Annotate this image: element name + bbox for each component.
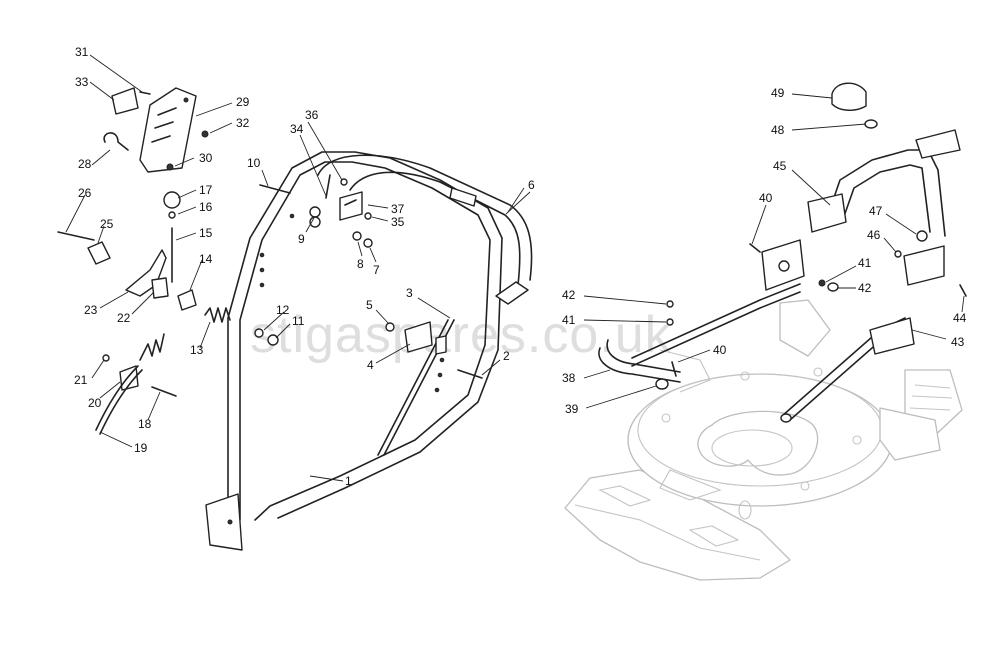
callout-40-upper: 40 <box>759 191 773 205</box>
callout-40-lower: 40 <box>713 343 727 357</box>
callout-16: 16 <box>199 200 213 214</box>
callout-21: 21 <box>74 373 88 387</box>
callout-48: 48 <box>771 123 785 137</box>
callout-49: 49 <box>771 86 785 100</box>
callout-1: 1 <box>345 474 352 488</box>
callout-11: 11 <box>292 314 305 328</box>
callout-37: 37 <box>391 202 405 216</box>
callout-43: 43 <box>951 335 965 349</box>
callout-2: 2 <box>503 349 510 363</box>
callout-8: 8 <box>357 257 364 271</box>
callout-35: 35 <box>391 215 405 229</box>
callout-18: 18 <box>138 417 152 431</box>
callout-42-right: 42 <box>858 281 872 295</box>
upper-handle-bar <box>317 154 533 305</box>
callout-41-right: 41 <box>858 256 872 270</box>
callout-26: 26 <box>78 186 92 200</box>
callout-46: 46 <box>867 228 881 242</box>
callout-33: 33 <box>75 75 89 89</box>
left-cluster-parts <box>57 87 231 435</box>
center-hardware <box>254 174 483 379</box>
callout-45: 45 <box>773 159 787 173</box>
callout-36: 36 <box>305 108 319 122</box>
leader-lines <box>65 54 965 482</box>
callout-10: 10 <box>247 156 261 170</box>
watermark: stigaspares.co.uk <box>250 306 672 364</box>
callout-15: 15 <box>199 226 213 240</box>
callout-7: 7 <box>373 263 380 277</box>
callout-28: 28 <box>78 157 92 171</box>
callout-9: 9 <box>298 232 305 246</box>
callout-39: 39 <box>565 402 579 416</box>
callout-5: 5 <box>366 298 373 312</box>
bail-lever-cable <box>377 319 455 456</box>
callout-19: 19 <box>134 441 148 455</box>
callout-25: 25 <box>100 217 114 231</box>
callout-32: 32 <box>236 116 250 130</box>
callout-3: 3 <box>406 286 413 300</box>
callout-41-left: 41 <box>562 313 576 327</box>
callout-47: 47 <box>869 204 883 218</box>
callout-38: 38 <box>562 371 576 385</box>
callout-29: 29 <box>236 95 250 109</box>
callout-34: 34 <box>290 122 304 136</box>
callout-13: 13 <box>190 343 204 357</box>
callout-22: 22 <box>117 311 131 325</box>
callout-42-left: 42 <box>562 288 576 302</box>
callout-4: 4 <box>367 358 374 372</box>
callout-20: 20 <box>88 396 102 410</box>
height-adjust-assembly <box>598 82 967 423</box>
callout-31: 31 <box>75 45 89 59</box>
callout-labels: 31 33 29 32 30 28 26 17 16 25 15 14 23 2… <box>74 45 967 488</box>
callout-23: 23 <box>84 303 98 317</box>
callout-14: 14 <box>199 252 213 266</box>
callout-44: 44 <box>953 311 967 325</box>
callout-17: 17 <box>199 183 213 197</box>
callout-30: 30 <box>199 151 213 165</box>
mower-deck <box>564 299 963 581</box>
lower-handle-frame <box>205 151 503 551</box>
callout-12: 12 <box>276 303 290 317</box>
callout-6: 6 <box>528 178 535 192</box>
